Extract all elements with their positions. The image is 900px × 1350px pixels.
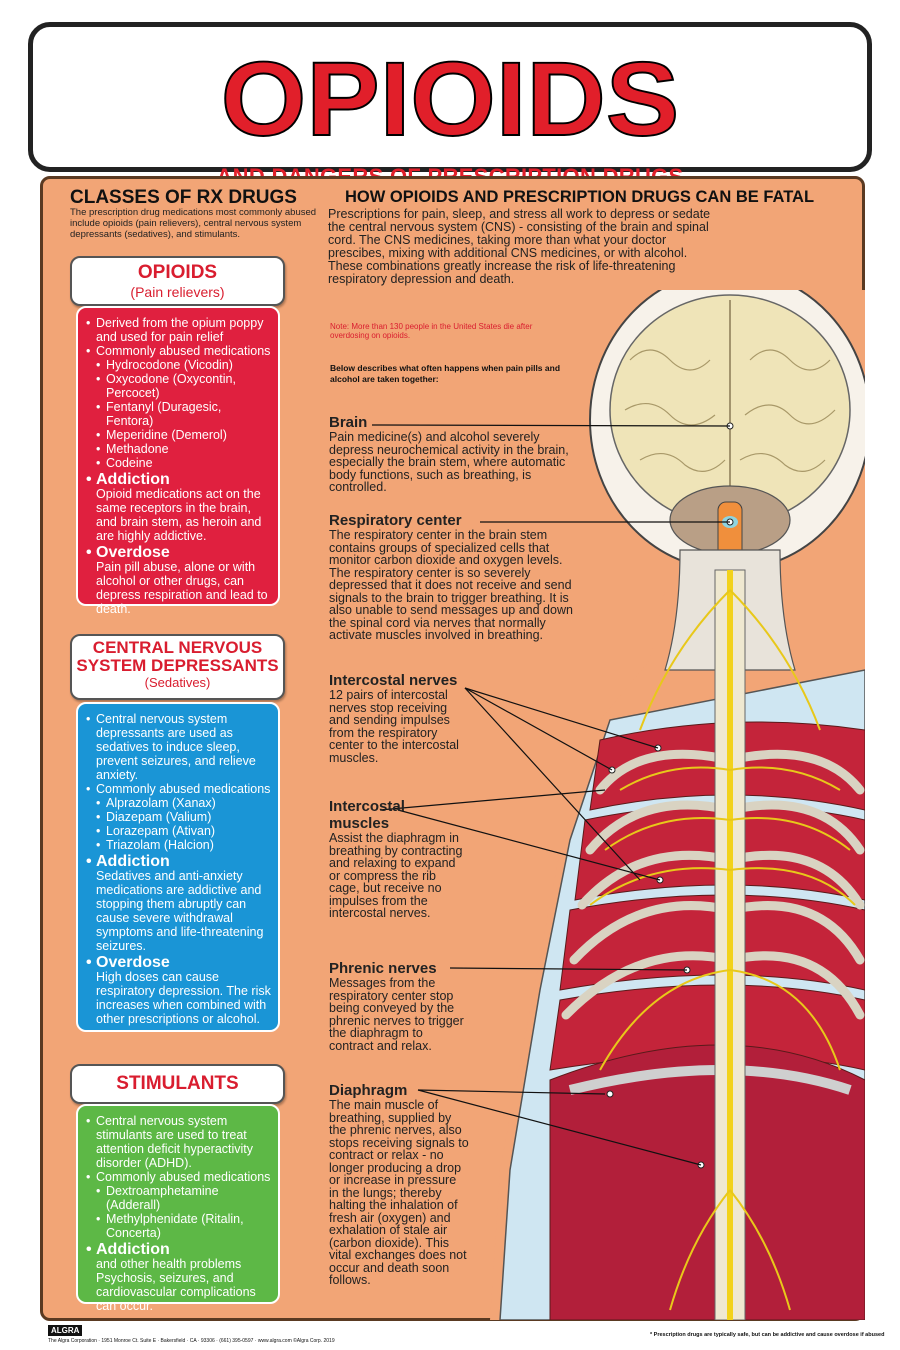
algra-logo: ALGRA	[48, 1325, 83, 1336]
section-brain: Brain Pain medicine(s) and alcohol sever…	[329, 414, 574, 494]
section-title: Brain	[329, 414, 368, 431]
fatal-below: Below describes what often happens when …	[330, 363, 561, 384]
list-item: Methadone	[86, 442, 272, 456]
cns-addiction-text: Sedatives and anti-anxiety medications a…	[96, 869, 264, 953]
section-title: Diaphragm	[329, 1082, 408, 1099]
list-item: Hydrocodone (Vicodin)	[86, 358, 272, 372]
section-text: 12 pairs of intercostal nerves stop rece…	[329, 688, 459, 765]
cns-addiction-title: Addiction	[86, 854, 272, 870]
list-item: Lorazepam (Ativan)	[86, 824, 272, 838]
cns-title-line2: SYSTEM DEPRESSANTS	[76, 656, 279, 675]
list-item: Oxycodone (Oxycontin, Percocet)	[86, 372, 272, 400]
section-title: Respiratory center	[329, 512, 462, 529]
opioids-overdose-text: Pain pill abuse, alone or with alcohol o…	[96, 560, 268, 616]
section-intercostal-muscles: Intercostal muscles Assist the diaphragm…	[329, 798, 469, 920]
opioids-addiction-text: Opioid medications act on the same recep…	[96, 487, 262, 543]
section-text: The main muscle of breathing, supplied b…	[329, 1098, 469, 1287]
list-item: Diazepam (Valium)	[86, 810, 272, 824]
section-respiratory-center: Respiratory center The respiratory cente…	[329, 512, 574, 642]
list-item: Meperidine (Demerol)	[86, 428, 272, 442]
stimulants-card: Central nervous system stimulants are us…	[76, 1104, 280, 1313]
fatal-intro: Prescriptions for pain, sleep, and stres…	[328, 207, 711, 286]
cns-header: CENTRAL NERVOUS SYSTEM DEPRESSANTS (Seda…	[70, 634, 285, 700]
opioids-card: Derived from the opium poppy and used fo…	[76, 306, 280, 616]
list-item: Fentanyl (Duragesic, Fentora)	[86, 400, 272, 428]
list-item: Alprazolam (Xanax)	[86, 796, 272, 810]
section-title: Intercostal nerves	[329, 672, 458, 689]
stimulants-title: STIMULANTS	[116, 1073, 239, 1094]
list-item: Central nervous system stimulants are us…	[86, 1114, 272, 1170]
section-text: Pain medicine(s) and alcohol severely de…	[329, 430, 569, 494]
opioids-overdose-title: Overdose	[86, 545, 272, 561]
classes-heading: CLASSES OF RX DRUGS	[70, 187, 297, 208]
list-item: Commonly abused medications	[86, 344, 272, 358]
opioids-header: OPIOIDS (Pain relievers)	[70, 256, 285, 306]
list-item: Commonly abused medications	[86, 1170, 272, 1184]
footer-address: The Algra Corporation · 1951 Monroe Ct. …	[48, 1338, 335, 1344]
cns-subtitle: (Sedatives)	[144, 675, 211, 690]
list-item: Commonly abused medications	[86, 782, 272, 796]
list-item: Dextroamphetamine (Adderall)	[86, 1184, 272, 1212]
classes-intro: The prescription drug medications most c…	[70, 207, 317, 240]
section-title: Phrenic nerves	[329, 960, 437, 977]
opioids-title: OPIOIDS	[137, 262, 218, 283]
title-banner: OPIOIDS AND DANGERS OF PRESCRIPTION DRUG…	[28, 22, 872, 189]
cns-overdose-title: Overdose	[86, 955, 272, 971]
fatal-heading: HOW OPIOIDS AND PRESCRIPTION DRUGS CAN B…	[345, 188, 815, 206]
cns-title-line1: CENTRAL NERVOUS	[92, 638, 263, 657]
section-text: Messages from the respiratory center sto…	[329, 976, 464, 1053]
page-title: OPIOIDS	[220, 41, 680, 158]
section-text: Assist the diaphragm in breathing by con…	[329, 831, 463, 920]
list-item: Codeine	[86, 456, 272, 470]
list-item: Methylphenidate (Ritalin, Concerta)	[86, 1212, 272, 1240]
section-phrenic-nerves: Phrenic nerves Messages from the respira…	[329, 960, 469, 1052]
list-item: Triazolam (Halcion)	[86, 838, 272, 852]
list-item: Derived from the opium poppy and used fo…	[86, 316, 272, 344]
list-item: Central nervous system depressants are u…	[86, 712, 272, 782]
section-text: The respiratory center in the brain stem…	[329, 528, 573, 642]
cns-overdose-text: High doses can cause respiratory depress…	[96, 970, 271, 1026]
section-title: Intercostal muscles	[329, 798, 405, 832]
stimulants-addiction-title: Addiction	[86, 1242, 272, 1258]
cns-card: Central nervous system depressants are u…	[76, 702, 280, 1032]
fatal-note: Note: More than 130 people in the United…	[330, 322, 533, 340]
section-intercostal-nerves: Intercostal nerves 12 pairs of intercost…	[329, 672, 469, 764]
opioids-addiction-title: Addiction	[86, 472, 272, 488]
section-diaphragm: Diaphragm The main muscle of breathing, …	[329, 1082, 469, 1287]
footer-disclaimer: * Prescription drugs are typically safe,…	[650, 1332, 885, 1338]
opioids-subtitle: (Pain relievers)	[130, 284, 225, 300]
stimulants-addiction-text: and other health problems Psychosis, sei…	[96, 1257, 256, 1313]
stimulants-header: STIMULANTS	[70, 1064, 285, 1104]
